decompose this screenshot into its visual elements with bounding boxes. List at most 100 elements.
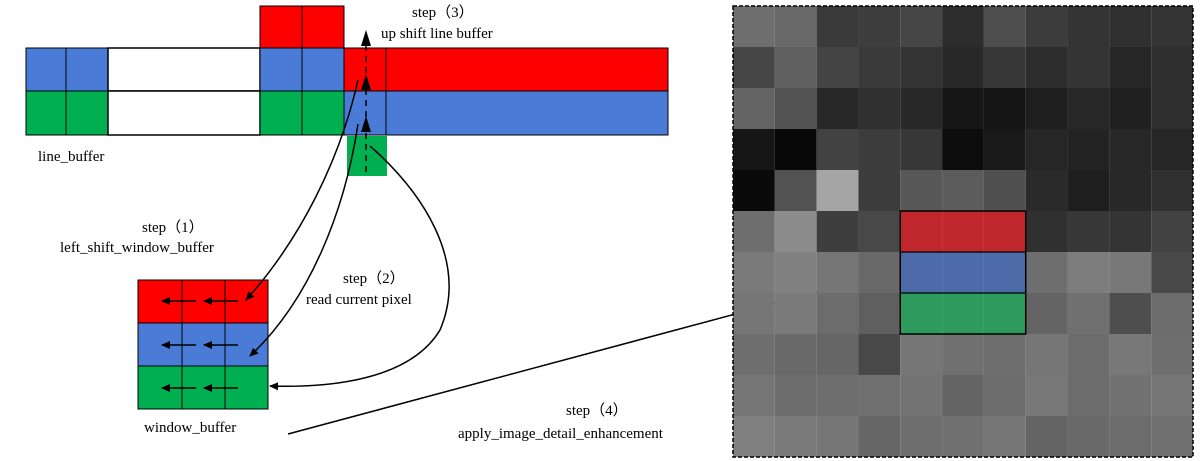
image-pixel — [942, 47, 984, 88]
window-pixel — [900, 211, 943, 252]
image-pixel — [1067, 129, 1110, 170]
image-pixel — [816, 293, 859, 334]
image-pixel — [816, 375, 859, 416]
image-pixel — [858, 6, 901, 47]
image-pixel — [816, 6, 859, 47]
image-pixel — [1109, 252, 1152, 293]
line-buffer-top-red-cell — [259, 5, 303, 49]
step4-title: step（4） — [566, 402, 628, 419]
step3-desc: up shift line buffer — [381, 26, 493, 42]
image-pixel — [983, 170, 1026, 211]
image-frame — [732, 5, 1194, 458]
window-buffer-row-green — [137, 365, 269, 410]
image-pixel — [1025, 6, 1068, 47]
image-pixel — [983, 129, 1026, 170]
step2-title: step（2） — [343, 270, 405, 287]
image-pixel — [816, 211, 859, 252]
image-pixel — [942, 88, 984, 129]
image-pixel — [1067, 416, 1110, 457]
step2-desc: read current pixel — [306, 292, 412, 308]
image-pixel — [900, 6, 943, 47]
image-pixel — [816, 88, 859, 129]
image-pixel — [1151, 129, 1193, 170]
line-buffer — [25, 5, 669, 176]
image-pixel — [858, 88, 901, 129]
image-pixel — [942, 6, 984, 47]
line-buffer-label: line_buffer — [38, 149, 104, 165]
window-pixel — [942, 293, 984, 334]
image-pixel-grid — [733, 6, 1193, 457]
image-pixel — [900, 416, 943, 457]
image-pixel — [1067, 211, 1110, 252]
transfer-arrows — [245, 79, 450, 391]
image-pixel — [858, 129, 901, 170]
image-pixel — [1025, 211, 1068, 252]
window-pixel — [983, 252, 1026, 293]
image-pixel — [1151, 170, 1193, 211]
image-pixel — [858, 170, 901, 211]
step3-title: step（3） — [412, 4, 474, 21]
image-pixel — [983, 6, 1026, 47]
image-pixel — [900, 129, 943, 170]
image-pixel — [1067, 375, 1110, 416]
window-pixel — [942, 252, 984, 293]
image-pixel — [774, 334, 817, 375]
image-pixel — [983, 375, 1026, 416]
image-pixel — [1067, 170, 1110, 211]
image-pixel — [1067, 334, 1110, 375]
image-pixel — [1067, 47, 1110, 88]
line-buffer-row1-red-tail — [343, 47, 669, 92]
image-pixel — [733, 416, 775, 457]
image-pixel — [1151, 293, 1193, 334]
step1-desc: left_shift_window_buffer — [60, 240, 214, 256]
image-pixel — [733, 293, 775, 334]
image-pixel — [816, 334, 859, 375]
image-pixel — [1151, 47, 1193, 88]
line-buffer-top-red-cell — [301, 5, 345, 49]
image-pixel — [942, 334, 984, 375]
image-pixel — [774, 293, 817, 334]
image-pixel — [1025, 416, 1068, 457]
step4-desc: apply_image_detail_enhancement — [458, 426, 664, 442]
window-pixel — [900, 293, 943, 334]
image-pixel — [1151, 88, 1193, 129]
image-pixel — [1151, 252, 1193, 293]
image-pixel — [900, 170, 943, 211]
image-pixel — [900, 375, 943, 416]
image-pixel — [900, 88, 943, 129]
line-buffer-row1-cell — [25, 47, 67, 92]
line-buffer-row2-gap — [107, 90, 261, 136]
image-pixel — [983, 416, 1026, 457]
image-pixel — [1151, 416, 1193, 457]
window-buffer-label: window_buffer — [144, 420, 236, 436]
image-pixel — [858, 252, 901, 293]
image-pixel — [900, 334, 943, 375]
image-pixel — [1109, 6, 1152, 47]
image-pixel — [1025, 293, 1068, 334]
image-pixel — [858, 416, 901, 457]
line-buffer-row1-gap — [107, 47, 261, 92]
line-buffer-row2-cell — [301, 90, 345, 136]
image-pixel — [1109, 334, 1152, 375]
image-pixel — [774, 416, 817, 457]
image-pixel — [1067, 88, 1110, 129]
line-buffer-row1-cell — [65, 47, 109, 92]
image-pixel — [1025, 334, 1068, 375]
image-pixel — [942, 416, 984, 457]
image-pixel — [1109, 416, 1152, 457]
image-pixel — [1067, 6, 1110, 47]
image-pixel — [774, 47, 817, 88]
window-pixel — [942, 211, 984, 252]
image-pixel — [983, 88, 1026, 129]
image-pixel — [858, 47, 901, 88]
image-pixel — [1025, 170, 1068, 211]
image-pixel — [733, 252, 775, 293]
image-pixel — [1151, 211, 1193, 252]
window-buffer — [137, 279, 269, 410]
image-pixel — [1151, 334, 1193, 375]
image-pixel — [733, 88, 775, 129]
image-pixel — [1109, 47, 1152, 88]
image-pixel — [1109, 211, 1152, 252]
image-pixel — [733, 6, 775, 47]
image-pixel — [733, 129, 775, 170]
